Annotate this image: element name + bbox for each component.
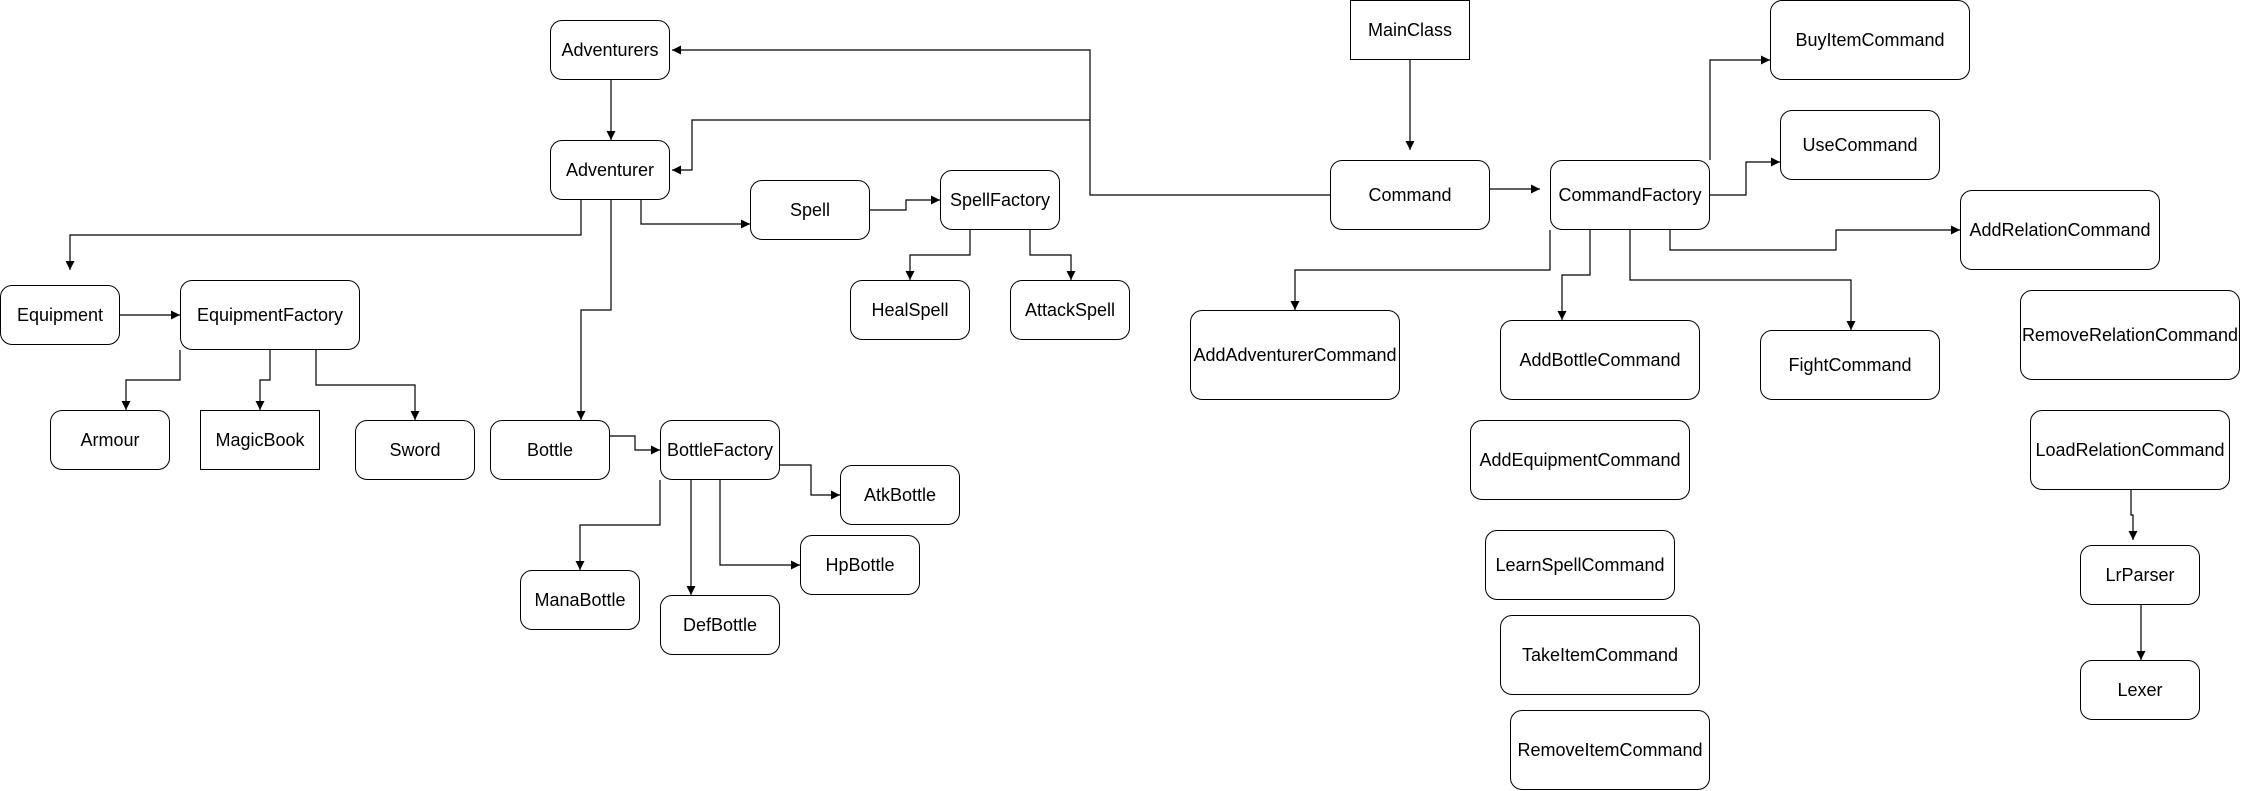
node-label: BottleFactory	[666, 439, 774, 460]
node-equipment-factory: EquipmentFactory	[180, 280, 360, 350]
edge-commandfactory-addadventurercommand	[1290, 230, 1551, 310]
node-label: ManaBottle	[534, 589, 626, 610]
node-add-equipment-command: AddEquipmentCommand	[1470, 420, 1690, 500]
node-spell-factory: SpellFactory	[940, 170, 1060, 230]
node-label: AtkBottle	[863, 484, 937, 505]
node-label: AddEquipmentCommand	[1479, 449, 1681, 470]
node-label: MagicBook	[215, 429, 305, 450]
node-lr-parser: LrParser	[2080, 545, 2200, 605]
node-armour: Armour	[50, 410, 170, 470]
node-label: LrParser	[2105, 564, 2175, 585]
node-label: EquipmentFactory	[196, 304, 344, 325]
node-hp-bottle: HpBottle	[800, 535, 920, 595]
node-label: Adventurers	[561, 39, 659, 60]
node-label: BuyItemCommand	[1795, 29, 1945, 50]
edge-spellfactory-healspell	[905, 230, 971, 280]
node-main-class: MainClass	[1350, 0, 1470, 60]
node-label: Adventurer	[565, 159, 655, 180]
node-load-relation-command: LoadRelationCommand	[2030, 410, 2230, 490]
node-mana-bottle: ManaBottle	[520, 570, 640, 630]
node-label: RemoveItemCommand	[1517, 739, 1703, 760]
edge-adventurer-spell	[640, 200, 750, 229]
edge-commandfactory-buyitemcommand	[1709, 55, 1770, 160]
edge-adventurer-bottle	[576, 200, 612, 420]
node-label: UseCommand	[1802, 134, 1918, 155]
node-label: CommandFactory	[1558, 184, 1702, 205]
node-add-adventurer-command: AddAdventurerCommand	[1190, 310, 1400, 400]
node-buy-item-command: BuyItemCommand	[1770, 0, 1970, 80]
edge-bottlefactory-atkbottle	[780, 464, 840, 500]
node-adventurer: Adventurer	[550, 140, 670, 200]
edge-bottlefactory-hpbottle	[719, 480, 800, 570]
node-add-bottle-command: AddBottleCommand	[1500, 320, 1700, 400]
node-label: AttackSpell	[1024, 299, 1116, 320]
node-adventurers: Adventurers	[550, 20, 670, 80]
node-magic-book: MagicBook	[200, 410, 320, 470]
node-label: Lexer	[2117, 679, 2163, 700]
edge-equipmentfactory-magicbook	[255, 350, 271, 410]
node-label: TakeItemCommand	[1521, 644, 1679, 665]
node-command-factory: CommandFactory	[1550, 160, 1710, 230]
node-label: AddRelationCommand	[1969, 219, 2151, 240]
edge-adventurer-equipment	[65, 200, 582, 270]
node-bottle: Bottle	[490, 420, 610, 480]
node-heal-spell: HealSpell	[850, 280, 970, 340]
edge-commandfactory-fightcommand	[1629, 230, 1856, 330]
node-bottle-factory: BottleFactory	[660, 420, 780, 480]
edge-spell-spellfactory	[870, 195, 940, 211]
node-label: Bottle	[526, 439, 574, 460]
edge-commandfactory-usecommand	[1710, 157, 1780, 196]
node-label: AddBottleCommand	[1519, 349, 1681, 370]
node-equipment: Equipment	[0, 285, 120, 345]
edge-command-adventurer	[672, 119, 1090, 175]
node-take-item-command: TakeItemCommand	[1500, 615, 1700, 695]
node-label: RemoveRelationCommand	[2021, 324, 2239, 345]
edge-equipmentfactory-sword	[315, 350, 420, 420]
edge-loadrelationcommand-lrparser	[2128, 490, 2138, 540]
node-use-command: UseCommand	[1780, 110, 1940, 180]
node-sword: Sword	[355, 420, 475, 480]
node-label: SpellFactory	[949, 189, 1051, 210]
node-atk-bottle: AtkBottle	[840, 465, 960, 525]
edge-spellfactory-attackspell	[1029, 230, 1076, 280]
node-label: FightCommand	[1788, 354, 1912, 375]
node-label: DefBottle	[682, 614, 758, 635]
node-label: LoadRelationCommand	[2035, 439, 2225, 460]
node-learn-spell-command: LearnSpellCommand	[1485, 530, 1675, 600]
node-label: LearnSpellCommand	[1495, 554, 1665, 575]
node-add-relation-command: AddRelationCommand	[1960, 190, 2160, 270]
edge-commandfactory-addbottlecommand	[1557, 230, 1591, 320]
node-fight-command: FightCommand	[1760, 330, 1940, 400]
edge-bottlefactory-manabottle	[575, 480, 661, 570]
node-label: HealSpell	[871, 299, 949, 320]
node-attack-spell: AttackSpell	[1010, 280, 1130, 340]
node-remove-relation-command: RemoveRelationCommand	[2020, 290, 2240, 380]
node-def-bottle: DefBottle	[660, 595, 780, 655]
node-label: Equipment	[16, 304, 104, 325]
edge-equipmentfactory-armour	[121, 350, 181, 410]
node-label: HpBottle	[825, 554, 895, 575]
node-label: Command	[1368, 184, 1452, 205]
node-command: Command	[1330, 160, 1490, 230]
edge-commandfactory-addrelationcommand	[1669, 225, 1960, 251]
node-remove-item-command: RemoveItemCommand	[1510, 710, 1710, 790]
node-label: MainClass	[1367, 19, 1453, 40]
node-lexer: Lexer	[2080, 660, 2200, 720]
node-label: Spell	[789, 199, 831, 220]
node-label: Armour	[80, 429, 140, 450]
node-spell: Spell	[750, 180, 870, 240]
node-label: Sword	[389, 439, 441, 460]
edge-bottle-bottlefactory	[610, 435, 660, 455]
node-label: AddAdventurerCommand	[1193, 344, 1397, 365]
